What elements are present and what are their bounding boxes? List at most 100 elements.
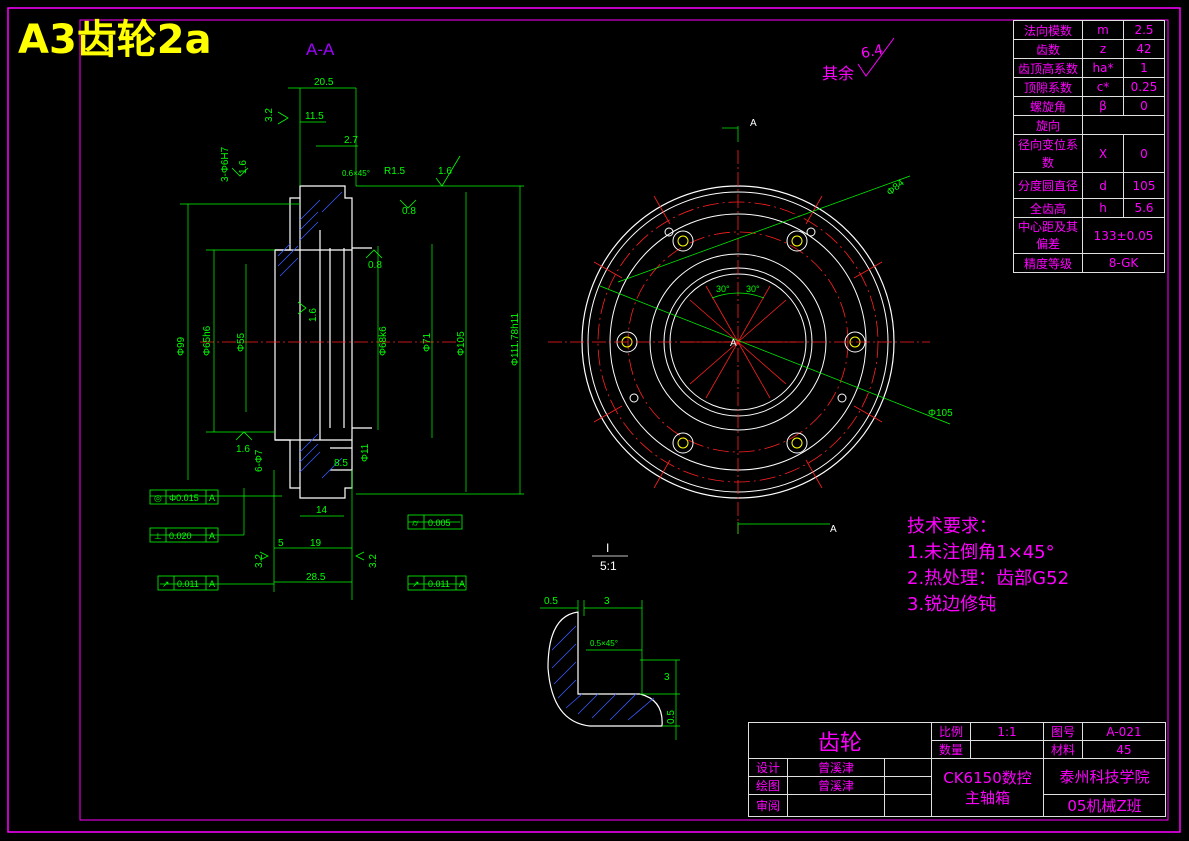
detail-dim-3-top: 3	[604, 596, 610, 607]
dim-angle-30-left: 30°	[716, 284, 730, 294]
param-symbol: h	[1082, 198, 1124, 218]
tol-concentric-value: Φ0.015	[169, 493, 199, 503]
dim-phi111: Φ111.78h11	[510, 313, 521, 366]
dim-14: 14	[316, 505, 328, 516]
roughness-0-8-a: 0.8	[402, 206, 416, 217]
roughness-0-8-b: 0.8	[368, 260, 382, 271]
tech-item: 2.热处理：齿部G52	[907, 568, 1070, 589]
detail-dim-chamfer: 0.5×45°	[590, 639, 618, 648]
section-dimension-lines	[150, 87, 524, 600]
tolerance-texts: ◎ Φ0.015 A ⊥ 0.020 A ↗ 0.011 A ⌭ 0.005 ↗…	[154, 493, 465, 589]
design-date	[884, 758, 932, 777]
dim-2-7: 2.7	[344, 135, 358, 146]
tolerance-frames	[149, 489, 467, 591]
roughness-1-6-c: 1.6	[308, 308, 319, 322]
dim-8-5: 8.5	[334, 458, 348, 469]
param-value	[1082, 115, 1165, 135]
roughness-3-2-bl: 3.2	[254, 554, 265, 568]
section-markers: A A A	[730, 118, 837, 535]
roughness-1-6-a: 1.6	[238, 160, 249, 174]
dim-phi84: Φ84	[885, 177, 907, 198]
center-marker: A	[730, 338, 737, 349]
section-dimension-texts: 20.5 11.5 2.7 0.6×45° R1.5 3-Φ6H7 Φ99 Φ6…	[176, 77, 521, 583]
param-symbol: d	[1082, 172, 1124, 199]
dim-6-phi7: 6-Φ7	[254, 449, 265, 472]
tol-runout-r-datum: A	[459, 579, 465, 589]
tol-concentric-symbol: ◎	[154, 493, 162, 503]
tech-item: 1.未注倒角1×45°	[907, 542, 1055, 563]
roughness-note: 其余	[822, 64, 855, 83]
quantity-label: 数量	[931, 740, 971, 759]
dim-3-phi6: 3-Φ6H7	[220, 146, 231, 182]
param-value: 105	[1123, 172, 1165, 199]
front-view-dim-texts: Φ84 Φ105 30° 30°	[716, 177, 953, 419]
roughness-1-6-b: 1.6	[438, 166, 452, 177]
param-value: 1	[1123, 58, 1165, 78]
tol-flat-value: 0.005	[428, 518, 451, 528]
dim-r1-5: R1.5	[384, 166, 406, 177]
tol-runout-l-symbol: ↗	[162, 579, 170, 589]
dim-20-5: 20.5	[314, 77, 334, 88]
section-roughness: 3.2 1.6 1.6 0.8 0.8 1.6 1.6 3.2 3.2	[236, 108, 452, 568]
section-view	[274, 185, 372, 499]
assembly-name: CK6150数控主轴箱	[931, 758, 1044, 817]
front-view-holes	[616, 227, 866, 454]
param-name: 顶隙系数	[1013, 77, 1083, 97]
tol-runout-r-value: 0.011	[428, 579, 450, 589]
param-row: 精度等级 8-GK	[1013, 253, 1165, 273]
detail-dim-0-5-top: 0.5	[544, 596, 558, 607]
part-name: 齿轮	[748, 722, 932, 759]
scale-label: 比例	[931, 722, 971, 741]
inner-border	[79, 19, 1169, 821]
roughness-1-6-d: 1.6	[236, 444, 250, 455]
front-view-centerlines	[548, 150, 930, 534]
tol-concentric-datum: A	[209, 493, 215, 503]
class-name: 05机械Z班	[1043, 794, 1166, 817]
gear-parameters-table: 法向模数 m 2.5 齿数 z 42 齿顶高系数 ha* 1 顶隙系数 c* 0…	[1013, 20, 1165, 273]
param-row: 全齿高 h 5.6	[1013, 198, 1165, 218]
param-value: 133±0.05	[1082, 217, 1165, 254]
reviewer-name	[787, 794, 885, 817]
param-name: 旋向	[1013, 115, 1083, 135]
param-name: 精度等级	[1013, 253, 1083, 273]
tech-heading: 技术要求：	[907, 516, 997, 537]
roughness-3-2-top: 3.2	[264, 108, 275, 122]
dim-phi65: Φ65h6	[202, 325, 213, 356]
design-label: 设计	[748, 758, 788, 777]
detail-dim-3-side: 3	[664, 672, 670, 683]
drawing-no-label: 图号	[1043, 722, 1083, 741]
param-symbol: z	[1082, 39, 1124, 59]
tol-runout-l-datum: A	[209, 579, 215, 589]
param-name: 径向变位系数	[1013, 134, 1083, 173]
dim-19: 19	[310, 538, 322, 549]
dim-phi105-front: Φ105	[928, 408, 953, 419]
dim-phi68: Φ68k6	[378, 326, 389, 356]
param-row: 螺旋角 β 0	[1013, 96, 1165, 116]
param-value: 0.25	[1123, 77, 1165, 97]
drawer-name: 曾溪津	[787, 776, 885, 795]
front-view-dim-lines	[599, 126, 951, 534]
section-marker-top: A	[750, 118, 757, 129]
dim-phi71: Φ71	[422, 332, 433, 352]
tol-perp-datum: A	[209, 531, 215, 541]
param-row: 顶隙系数 c* 0.25	[1013, 77, 1165, 97]
technical-requirements: 技术要求： 1.未注倒角1×45° 2.热处理：齿部G52 3.锐边修钝	[907, 514, 1069, 618]
detail-dim-0-5-side: 0.5	[666, 710, 677, 724]
param-name: 分度圆直径	[1013, 172, 1083, 199]
detail-view: 0.5 3 0.5×45° 3 0.5 I 5:1	[540, 541, 680, 740]
tol-runout-l-value: 0.011	[177, 579, 199, 589]
param-row: 齿数 z 42	[1013, 39, 1165, 59]
tol-perp-value: 0.020	[169, 531, 192, 541]
param-row: 齿顶高系数 ha* 1	[1013, 58, 1165, 78]
param-name: 螺旋角	[1013, 96, 1083, 116]
section-label: A-A	[306, 40, 335, 59]
material-label: 材料	[1043, 740, 1083, 759]
section-marker-bottom: A	[830, 524, 837, 535]
param-value: 0	[1123, 96, 1165, 116]
dim-phi11: Φ11	[360, 443, 371, 462]
param-value: 5.6	[1123, 198, 1165, 218]
param-value: 42	[1123, 39, 1165, 59]
dim-phi55: Φ55	[236, 332, 247, 352]
sheet-border	[7, 7, 1181, 833]
